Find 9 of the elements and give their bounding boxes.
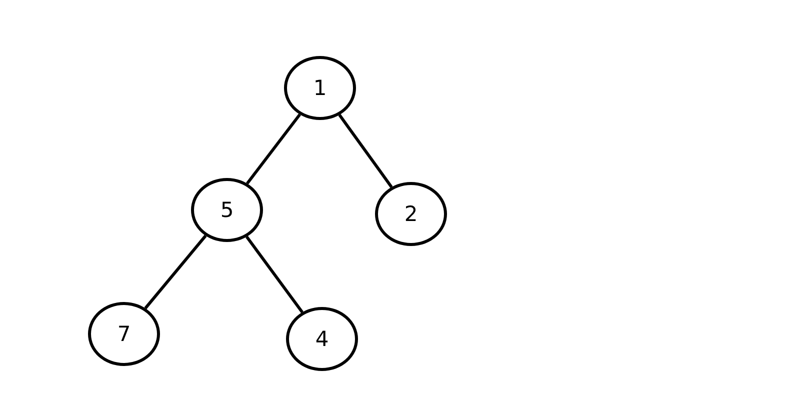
node-value: 4	[315, 327, 329, 351]
node-value: 7	[117, 322, 131, 346]
node-value: 5	[220, 198, 234, 222]
connector-line	[246, 236, 304, 314]
connector-line	[338, 114, 393, 188]
connector-line	[246, 114, 301, 184]
node-value: 1	[313, 76, 327, 100]
node-value: 2	[404, 202, 418, 226]
connector-line	[144, 234, 207, 310]
